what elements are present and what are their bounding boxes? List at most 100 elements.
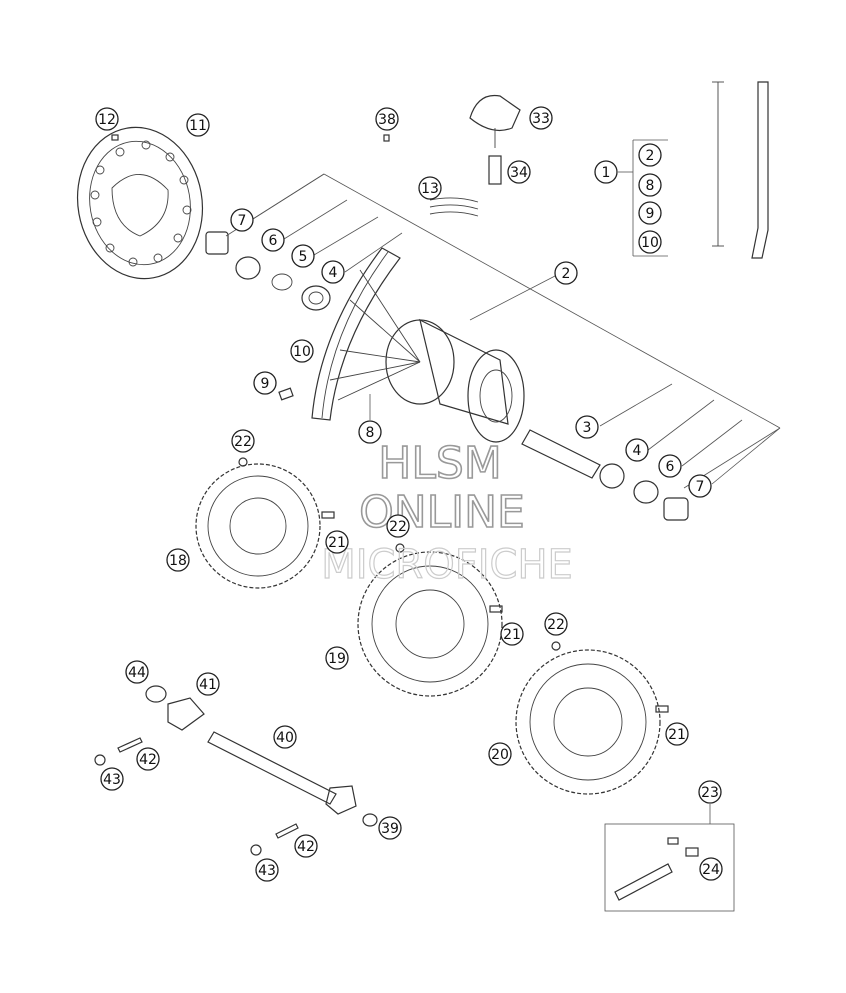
svg-text:7: 7 [238, 213, 247, 229]
grease-nipple [488, 155, 502, 185]
svg-text:21: 21 [668, 727, 686, 743]
watermark-line-2: ONLINE [359, 487, 525, 538]
svg-text:34: 34 [510, 165, 528, 181]
callout-33: 33 [529, 106, 553, 130]
svg-text:38: 38 [378, 112, 396, 128]
svg-text:9: 9 [261, 376, 270, 392]
watermark-line-1: HLSM [378, 438, 502, 489]
seal-left [235, 256, 261, 280]
callout-3: 3 [575, 415, 599, 439]
callout-43-b: 43 [255, 858, 279, 882]
sprocket-large [515, 649, 661, 795]
callout-8-kit: 8 [638, 173, 662, 197]
svg-text:21: 21 [328, 535, 346, 551]
svg-text:7: 7 [696, 479, 705, 495]
svg-text:22: 22 [547, 617, 565, 633]
callout-41: 41 [196, 672, 220, 696]
svg-text:20: 20 [491, 747, 509, 763]
callout-10: 10 [290, 339, 314, 363]
svg-text:10: 10 [293, 344, 311, 360]
svg-text:44: 44 [128, 665, 146, 681]
svg-text:33: 33 [532, 111, 550, 127]
callout-22-c: 22 [544, 612, 568, 636]
svg-text:3: 3 [583, 420, 592, 436]
circlip-left [271, 273, 293, 291]
adjuster-block [145, 685, 167, 703]
svg-text:18: 18 [169, 553, 187, 569]
distance-tube [521, 429, 601, 479]
bearing-left [301, 285, 331, 311]
chain-link [667, 837, 699, 857]
chain-box [604, 804, 735, 912]
callout-39: 39 [378, 816, 402, 840]
svg-text:43: 43 [258, 863, 276, 879]
leader-lines [252, 173, 781, 485]
callout-44: 44 [125, 660, 149, 684]
chain [614, 863, 673, 901]
sprocket-medium [357, 551, 503, 697]
callout-43-a: 43 [100, 767, 124, 791]
callout-38: 38 [375, 107, 399, 131]
callout-22-a: 22 [231, 429, 255, 453]
callout-4-right: 4 [625, 438, 649, 462]
svg-text:4: 4 [633, 443, 642, 459]
svg-text:40: 40 [276, 730, 294, 746]
callout-13: 13 [418, 176, 442, 200]
callout-2: 2 [554, 261, 578, 285]
callout-34: 34 [507, 160, 531, 184]
svg-text:23: 23 [701, 785, 719, 801]
svg-text:42: 42 [139, 752, 157, 768]
kit-box [618, 139, 668, 257]
svg-text:2: 2 [562, 266, 571, 282]
nipple [278, 387, 294, 401]
hub [329, 269, 525, 443]
callout-21-a: 21 [325, 530, 349, 554]
watermark-line-3: MICROFICHE [321, 542, 573, 588]
callout-11: 11 [186, 113, 210, 137]
rim [311, 247, 401, 421]
svg-text:11: 11 [189, 118, 207, 134]
svg-text:4: 4 [329, 265, 338, 281]
spoke-wrench [712, 81, 769, 259]
spoke-set [429, 197, 479, 217]
svg-text:19: 19 [328, 651, 346, 667]
svg-text:42: 42 [297, 839, 315, 855]
svg-text:8: 8 [366, 425, 375, 441]
callout-24: 24 [699, 857, 723, 881]
svg-text:8: 8 [646, 178, 655, 194]
callout-18: 18 [166, 548, 190, 572]
svg-text:2: 2 [646, 148, 655, 164]
spacer-left [205, 231, 229, 255]
adjuster-screw [117, 737, 299, 839]
svg-text:21: 21 [503, 627, 521, 643]
svg-text:43: 43 [103, 772, 121, 788]
svg-text:39: 39 [381, 821, 399, 837]
svg-text:13: 13 [421, 181, 439, 197]
bearing-right [599, 463, 625, 489]
svg-text:12: 12 [98, 112, 116, 128]
svg-text:24: 24 [702, 862, 720, 878]
callout-8: 8 [358, 420, 382, 444]
callout-21-b: 21 [500, 622, 524, 646]
svg-text:10: 10 [641, 235, 659, 251]
callout-4-left: 4 [321, 260, 345, 284]
svg-text:1: 1 [602, 165, 611, 181]
callout-7-left: 7 [230, 208, 254, 232]
svg-text:6: 6 [269, 233, 278, 249]
disc-bolt [111, 134, 119, 141]
svg-text:22: 22 [389, 519, 407, 535]
callout-6-left: 6 [261, 228, 285, 252]
svg-text:6: 6 [666, 459, 675, 475]
callout-9-kit: 9 [638, 201, 662, 225]
callout-21-c: 21 [665, 722, 689, 746]
chain-adjuster [167, 697, 205, 731]
grease-cap [469, 94, 521, 148]
axle [207, 731, 357, 815]
callout-10-kit: 10 [638, 230, 662, 254]
callout-1: 1 [594, 160, 618, 184]
callout-12: 12 [95, 107, 119, 131]
sprocket-small [195, 463, 321, 589]
callouts: 12 11 38 33 34 13 1 2 8 9 10 7 6 5 4 2 1… [95, 106, 723, 882]
axle-spacer [362, 813, 378, 827]
